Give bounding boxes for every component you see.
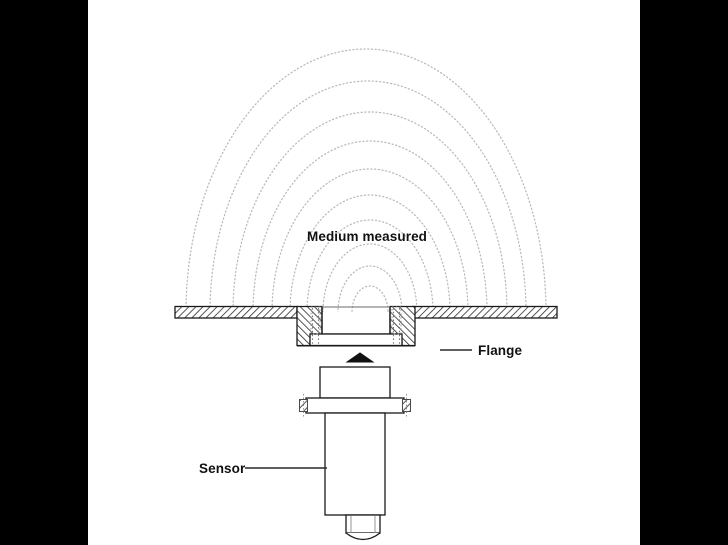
insertion-direction-arrow-icon	[345, 352, 375, 363]
acoustic-wave-field	[185, 48, 547, 312]
wave-arc	[289, 194, 451, 312]
sensor-collar	[305, 397, 405, 414]
flange-assembly	[296, 305, 416, 347]
vessel-wall-plate	[174, 305, 558, 319]
sensor-connector-cap	[345, 532, 381, 541]
wave-arc	[351, 285, 389, 312]
flange-label: Flange	[478, 343, 522, 358]
letterbox-bar-right	[640, 0, 728, 545]
wave-arc	[232, 111, 508, 312]
wave-arc	[337, 265, 403, 312]
flange-bottom-plate	[309, 333, 403, 347]
letterbox-bar-left	[0, 0, 88, 545]
medium-measured-label: Medium measured	[307, 229, 427, 244]
sensor-assembly	[299, 366, 411, 541]
wave-arc	[306, 219, 434, 312]
flange-bolt-right	[392, 308, 401, 345]
sensor-label: Sensor	[199, 461, 246, 476]
sensor-head	[319, 366, 391, 399]
sensor-body	[324, 412, 386, 516]
flange-cavity	[321, 306, 391, 335]
wave-arc	[252, 140, 488, 312]
flange-bolt-left	[311, 308, 320, 345]
